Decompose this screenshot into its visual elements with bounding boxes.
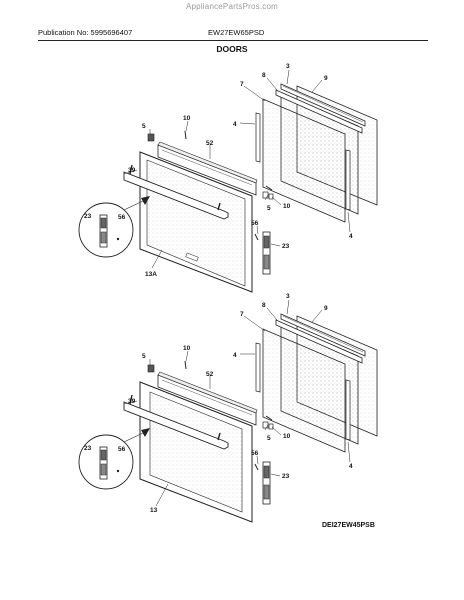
section-title: DOORS (216, 44, 248, 54)
callout-52: 52 (206, 140, 214, 147)
callout-5: 5 (267, 435, 271, 442)
callout-23: 23 (84, 213, 92, 220)
callout-39: 39 (128, 398, 136, 405)
callout-4: 4 (349, 463, 353, 470)
callout-56: 56 (118, 446, 126, 453)
callout-4: 4 (349, 233, 353, 240)
lower-side-strip-4a (255, 342, 261, 393)
callout-52: 52 (206, 371, 214, 378)
upper-outer-door-13a (139, 151, 253, 293)
publication-number: Publication No: 5995696407 (38, 28, 133, 37)
callout-5: 5 (267, 205, 271, 212)
callout-7: 7 (240, 81, 244, 88)
callout-23: 23 (84, 445, 92, 452)
callout-4: 4 (233, 121, 237, 128)
callout-5: 5 (142, 353, 146, 360)
callout-9: 9 (324, 305, 328, 312)
callout-13a: 13A (145, 271, 157, 278)
callout-8: 8 (262, 72, 266, 79)
callout-23: 23 (282, 243, 290, 250)
callout-10: 10 (183, 345, 191, 352)
header-rule (38, 40, 428, 41)
watermark-text: AppliancePartsPros.com (186, 2, 278, 11)
upper-clip-left (147, 130, 187, 142)
callout-13: 13 (150, 507, 158, 514)
callout-23: 23 (282, 473, 290, 480)
upper-side-strip-4b (345, 149, 351, 211)
lower-glass-panel-7 (262, 328, 346, 453)
callout-10: 10 (283, 203, 291, 210)
upper-handle-39 (123, 164, 229, 220)
callout-7: 7 (240, 311, 244, 318)
upper-hinge-right (254, 231, 271, 275)
lower-hinge-detail-circle (78, 428, 150, 490)
lower-handle-39 (123, 394, 229, 450)
upper-leader-lines (123, 69, 351, 269)
callout-8: 8 (262, 302, 266, 309)
callout-3: 3 (286, 63, 290, 70)
callout-3: 3 (286, 293, 290, 300)
upper-glass-panel-7 (262, 98, 346, 223)
lower-top-trim-8 (275, 319, 363, 364)
lower-clip-left (147, 360, 187, 373)
diagram-code: DEI27EW45PSB (322, 522, 375, 529)
lower-side-strip-4b (345, 379, 351, 441)
lower-top-trim-3 (280, 313, 366, 357)
callout-56: 56 (118, 214, 126, 221)
callout-5: 5 (142, 123, 146, 130)
upper-door-assembly: 3 8 9 7 4 5 10 52 39 23 56 10 5 56 23 4 … (78, 63, 378, 293)
model-number: EW27EW65PSD (208, 28, 265, 37)
upper-top-trim-3 (280, 83, 366, 127)
upper-top-trim-8 (275, 89, 363, 134)
callout-56: 56 (251, 220, 259, 227)
lower-screw-right (262, 415, 274, 430)
upper-hinge-detail-circle (78, 196, 150, 258)
lower-leader-lines (123, 299, 351, 507)
upper-side-strip-4a (255, 112, 261, 163)
callout-39: 39 (128, 167, 136, 174)
lower-callout-labels: 3 8 9 7 4 5 10 52 39 23 56 10 5 56 23 4 … (84, 293, 353, 514)
upper-top-channel-52 (157, 141, 258, 196)
callout-9: 9 (324, 75, 328, 82)
lower-door-assembly: 3 8 9 7 4 5 10 52 39 23 56 10 5 56 23 4 … (78, 293, 378, 523)
callout-4: 4 (233, 352, 237, 359)
callout-10: 10 (183, 115, 191, 122)
callout-56: 56 (251, 450, 259, 457)
lower-hinge-right (254, 461, 271, 505)
lower-top-channel-52 (157, 371, 258, 426)
upper-callout-labels: 3 8 9 7 4 5 10 52 39 23 56 10 5 56 23 4 … (84, 63, 353, 278)
callout-10: 10 (283, 433, 291, 440)
